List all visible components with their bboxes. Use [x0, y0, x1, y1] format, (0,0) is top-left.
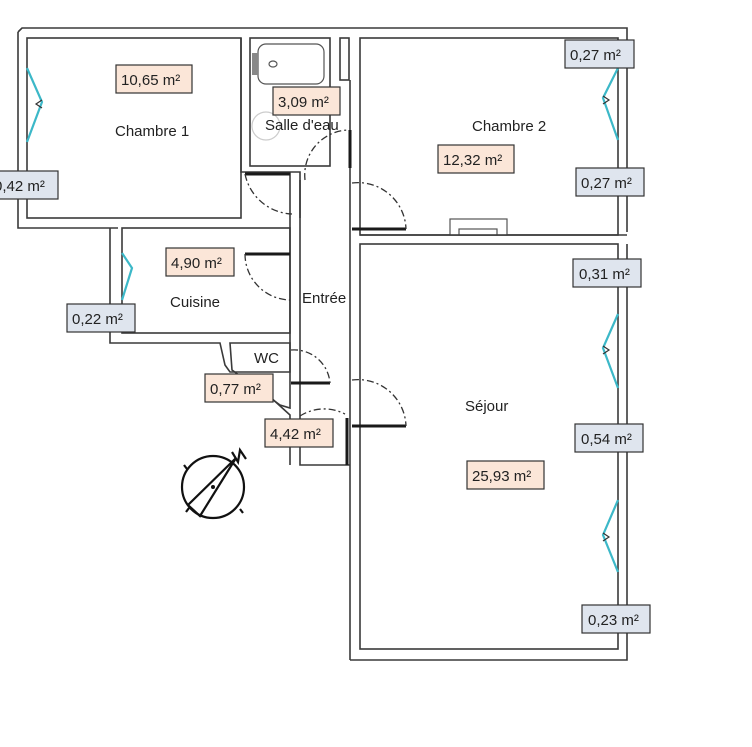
area-wc: 0,77 m²: [210, 381, 261, 398]
window-badge-sejour-middle: 0,54 m²: [574, 423, 644, 453]
window-chambre1: [25, 67, 44, 143]
window-sejour-upper-mark: [602, 345, 611, 355]
area-chambre1: 10,65 m²: [121, 72, 180, 89]
walls: [17, 27, 628, 661]
wc-door-swing: [290, 349, 331, 384]
radiator: [458, 228, 498, 236]
room-name-wc: WC: [254, 350, 279, 367]
window-badge-chambre2-top: 0,27 m²: [564, 39, 635, 69]
window-area-chambre1-left: 0,42 m²: [0, 178, 45, 195]
compass-needle-icon: [186, 457, 237, 518]
room-name-chambre1: Chambre 1: [115, 123, 189, 140]
area-chambre2: 12,32 m²: [443, 152, 502, 169]
wc-walls: [229, 342, 291, 410]
window-cuisine: [120, 252, 134, 301]
window-badge-chambre1-left: 0,42 m²: [0, 170, 59, 200]
salle-deau-door-swing: [304, 129, 349, 181]
window-chambre2: [601, 67, 620, 141]
area-entree: 4,42 m²: [270, 426, 321, 443]
window-area-chambre2-right: 0,27 m²: [581, 175, 632, 192]
area-badge-wc: 0,77 m²: [204, 373, 274, 403]
outer-wall-bottom-right: [350, 244, 628, 661]
chambre1-door-swing: [244, 173, 293, 215]
area-badge-chambre1: 10,65 m²: [115, 64, 193, 94]
window-area-chambre2-top: 0,27 m²: [570, 47, 621, 64]
cuisine-door-swing: [244, 253, 291, 301]
bathtub-faucet: [252, 53, 258, 75]
window-area-sejour-middle: 0,54 m²: [581, 431, 632, 448]
area-salle-deau: 3,09 m²: [278, 94, 329, 111]
window-sejour-upper: [601, 313, 620, 389]
room-name-chambre2: Chambre 2: [472, 118, 546, 135]
room-name-entree: Entrée: [302, 290, 346, 307]
compass-ticks: [183, 464, 244, 514]
window-badge-chambre2-right: 0,27 m²: [575, 167, 645, 197]
compass-rose: [180, 447, 247, 520]
window-badge-sejour-bottom: 0,23 m²: [581, 604, 651, 634]
compass-center: [211, 485, 215, 489]
wc-lower-wall: [267, 394, 291, 465]
chambre2-door-swing: [351, 181, 407, 230]
window-area-cuisine-left: 0,22 m²: [72, 311, 123, 328]
room-area-badges: 10,65 m² 3,09 m² 12,32 m² 4,90 m² 4,42 m…: [115, 64, 545, 490]
bathtub: [257, 43, 325, 85]
area-sejour: 25,93 m²: [472, 468, 531, 485]
entrance-door-swing: [299, 408, 346, 417]
window-badge-cuisine-left: 0,22 m²: [66, 303, 136, 333]
bathtub-drain: [268, 60, 278, 68]
window-area-sejour-bottom: 0,23 m²: [588, 612, 639, 629]
outer-wall-left: [17, 32, 118, 229]
room-name-salle-deau: Salle d'eau: [265, 117, 339, 134]
area-badge-chambre2: 12,32 m²: [437, 144, 515, 174]
doors: [244, 129, 407, 465]
room-name-sejour: Séjour: [465, 398, 508, 415]
compass-north-icon: [231, 447, 247, 466]
window-badge-sejour-top: 0,31 m²: [572, 258, 642, 288]
entree-wall-left: [299, 180, 350, 466]
window-sejour-lower-mark: [602, 532, 611, 542]
area-badge-entree: 4,42 m²: [264, 418, 334, 448]
sejour-door-swing: [351, 378, 407, 427]
area-badge-cuisine: 4,90 m²: [165, 247, 235, 277]
salle-deau-partition: [339, 37, 350, 81]
shower-drain: [251, 111, 281, 141]
window-area-sejour-top: 0,31 m²: [579, 266, 630, 283]
window-chambre2-mark: [602, 95, 611, 105]
room-labels: Chambre 1 Salle d'eau Chambre 2 Cuisine …: [115, 117, 546, 415]
window-chambre1-mark: [34, 99, 43, 109]
compass-circle: [180, 454, 246, 520]
fixtures: [251, 43, 325, 141]
area-badge-salle-deau: 3,09 m²: [272, 86, 341, 116]
cuisine-walls: [121, 227, 291, 334]
window-area-badges: 0,42 m² 0,27 m² 0,27 m² 0,22 m² 0,31 m² …: [0, 39, 651, 634]
windows: [25, 67, 620, 573]
area-badge-sejour: 25,93 m²: [466, 460, 545, 490]
room-name-cuisine: Cuisine: [170, 294, 220, 311]
window-sejour-lower: [601, 499, 620, 573]
area-cuisine: 4,90 m²: [171, 255, 222, 272]
outer-wall-top: [17, 27, 628, 232]
